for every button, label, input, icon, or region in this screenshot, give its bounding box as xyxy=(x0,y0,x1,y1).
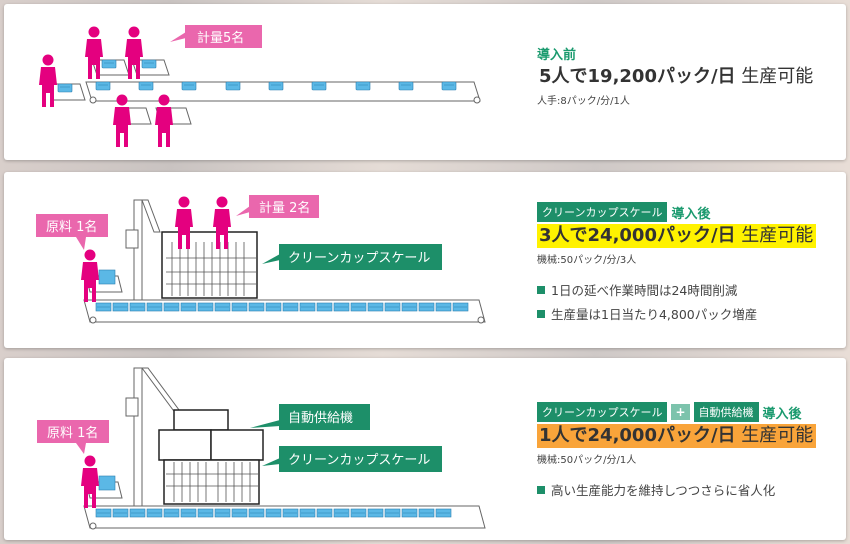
worker-icon xyxy=(155,94,173,147)
trays-on-conveyor xyxy=(95,508,452,518)
clean-cup-scale-machine xyxy=(163,459,260,505)
svg-text:クリーンカップスケール: クリーンカップスケール xyxy=(288,251,430,266)
svg-text:原料 1名: 原料 1名 xyxy=(47,425,98,441)
rate-note: 機械:50パック/分/1人 xyxy=(537,455,637,466)
callout-weighing-5: 計量5名 xyxy=(170,25,262,48)
after-scale-summary: クリーンカップスケール 導入後 3人で24,000パック/日 生産可能 機械:5… xyxy=(537,202,817,328)
worker-icon xyxy=(113,94,131,147)
product-badge: クリーンカップスケール xyxy=(537,202,668,222)
panel-after-scale: 原料 1名 計量 2名 クリーンカップスケール クリーンカップスケール 導入後 … xyxy=(4,172,846,348)
rate-note: 機械:50パック/分/3人 xyxy=(537,255,637,266)
callout-clean-cup-scale: クリーンカップスケール xyxy=(262,244,442,270)
svg-text:計量 2名: 計量 2名 xyxy=(259,200,310,216)
scale-line-illustration: 原料 1名 計量 2名 クリーンカップスケール xyxy=(36,195,486,324)
product-badge: クリーンカップスケール xyxy=(537,402,668,422)
callout-auto-feeder: 自動供給機 xyxy=(250,404,370,430)
svg-text:原料 1名: 原料 1名 xyxy=(46,219,97,235)
status-label: 導入後 xyxy=(671,206,711,222)
benefit-list: 1日の延べ作業時間は24時間削減 生産量は1日当たり4,800パック増産 xyxy=(537,280,816,323)
panel-before: 計量5名 導入前 5人で19,200パック/日 生産可能 人手:8パック/分/1… xyxy=(4,4,846,160)
rate-note: 人手:8パック/分/1人 xyxy=(537,96,630,107)
worker-icon xyxy=(81,455,99,508)
worker-icon xyxy=(81,249,99,302)
svg-text:計量5名: 計量5名 xyxy=(197,30,244,46)
auto-feeder-machine xyxy=(158,409,264,461)
panel-after-scale-feeder: 原料 1名 自動供給機 クリーンカップスケール クリーンカップスケール + 自動… xyxy=(4,358,846,540)
after-scale-feeder-summary: クリーンカップスケール + 自動供給機 導入後 1人で24,000パック/日 生… xyxy=(537,402,817,504)
status-label: 導入後 xyxy=(762,406,802,422)
automated-line-illustration: 原料 1名 自動供給機 クリーンカップスケール xyxy=(37,367,486,530)
svg-text:自動供給機: 自動供給機 xyxy=(288,411,353,426)
list-item: 生産量は1日当たり4,800パック増産 xyxy=(537,304,816,323)
bullet-square-icon xyxy=(537,485,545,494)
headline: 1人で24,000パック/日 生産可能 xyxy=(537,424,817,448)
headline: 5人で19,200パック/日 生産可能 xyxy=(539,66,814,87)
svg-text:クリーンカップスケール: クリーンカップスケール xyxy=(288,453,430,468)
manual-line-illustration: 計量5名 xyxy=(39,25,481,147)
trays-on-conveyor xyxy=(95,81,457,91)
feeder-badge: 自動供給機 xyxy=(693,402,759,422)
before-summary: 導入前 5人で19,200パック/日 生産可能 人手:8パック/分/1人 xyxy=(537,44,816,107)
list-item: 高い生産能力を維持しつつさらに省人化 xyxy=(537,480,816,499)
benefit-list: 高い生産能力を維持しつつさらに省人化 xyxy=(537,480,816,499)
callout-clean-cup-scale: クリーンカップスケール xyxy=(262,446,442,472)
bullet-square-icon xyxy=(537,285,545,294)
clean-cup-scale-machine xyxy=(161,231,258,299)
list-item: 1日の延べ作業時間は24時間削減 xyxy=(537,280,816,299)
bullet-square-icon xyxy=(537,309,545,318)
callout-weighing-2: 計量 2名 xyxy=(236,195,319,218)
callout-raw-material-1: 原料 1名 xyxy=(37,420,109,454)
headline: 3人で24,000パック/日 生産可能 xyxy=(537,224,817,248)
plus-icon: + xyxy=(671,404,690,420)
status-label: 導入前 xyxy=(537,48,577,63)
callout-raw-material-1: 原料 1名 xyxy=(36,214,108,250)
